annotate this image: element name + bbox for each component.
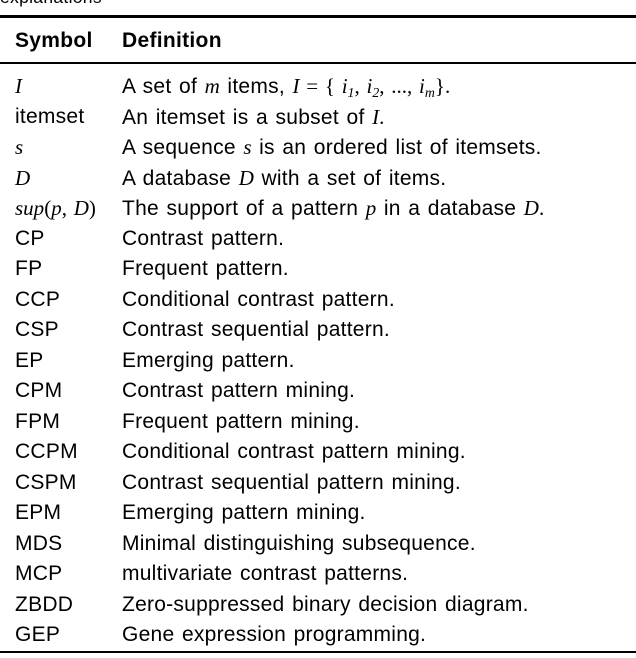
caption-fragment: explanations xyxy=(0,0,320,7)
table-row: CCPM Conditional contrast pattern mining. xyxy=(0,437,636,468)
definition-cell: Contrast sequential pattern mining. xyxy=(122,470,461,494)
table-row: ZBDD Zero-suppressed binary decision diag… xyxy=(0,590,636,621)
symbol-cell: CPM xyxy=(15,379,63,402)
symbol-cell: I xyxy=(15,74,22,98)
symbol-cell: FP xyxy=(15,257,43,280)
table-header-rule xyxy=(0,62,636,64)
table-row: itemset An itemset is a subset of I. xyxy=(0,102,636,133)
definition-cell: A set of m items, I = { i1, i2, ..., im}… xyxy=(122,74,451,100)
definition-cell: Contrast pattern mining. xyxy=(122,379,356,402)
table-row: sup(p, D) The support of a pattern p in a… xyxy=(0,193,636,224)
table-row: GEP Gene expression programming. xyxy=(0,620,636,651)
symbol-cell: CCPM xyxy=(15,440,78,463)
symbol-cell: FPM xyxy=(15,409,61,433)
definition-cell: Contrast pattern. xyxy=(122,226,285,250)
symbol-cell: s xyxy=(15,135,24,159)
symbol-cell: ZBDD xyxy=(15,592,74,616)
symbol-cell: MCP xyxy=(15,562,63,585)
caption-fragment-text: explanations xyxy=(0,0,320,6)
symbol-cell: sup(p, D) xyxy=(15,196,96,220)
definition-cell: Contrast sequential pattern. xyxy=(122,318,390,341)
definition-cell: Minimal distinguishing subsequence. xyxy=(122,531,476,555)
definition-cell: The support of a pattern p in a database… xyxy=(122,196,545,220)
table-row: s A sequence s is an ordered list of item… xyxy=(0,132,636,163)
definition-cell: A database D with a set of items. xyxy=(122,165,447,190)
symbol-cell: CP xyxy=(15,226,45,250)
symbol-cell: CSPM xyxy=(15,470,77,494)
symbol-cell: MDS xyxy=(15,531,63,555)
table-row: I A set of m items, I = { i1, i2, ..., im… xyxy=(0,71,636,102)
symbol-cell: EP xyxy=(15,348,44,372)
definition-cell: Gene expression programming. xyxy=(122,623,427,646)
definition-cell: Emerging pattern. xyxy=(122,348,295,372)
definition-cell: Emerging pattern mining. xyxy=(122,501,366,524)
table-row: MDS Minimal distinguishing subsequence. xyxy=(0,529,636,560)
symbol-cell: CSP xyxy=(15,318,59,341)
definition-cell: Zero-suppressed binary decision diagram. xyxy=(122,592,529,616)
symbol-cell: D xyxy=(15,165,31,190)
table-row: CSPM Contrast sequential pattern mining. xyxy=(0,468,636,499)
column-header-definition: Definition xyxy=(122,29,222,52)
symbol-cell: CCP xyxy=(15,287,61,311)
table-row: FP Frequent pattern. xyxy=(0,254,636,285)
table-body: I A set of m items, I = { i1, i2, ..., im… xyxy=(0,64,636,651)
symbol-cell: GEP xyxy=(15,623,61,646)
definition-cell: Conditional contrast pattern mining. xyxy=(122,440,466,463)
column-header-symbol: Symbol xyxy=(15,29,93,52)
table-row: MCP multivariate contrast patterns. xyxy=(0,559,636,590)
definition-cell: Frequent pattern mining. xyxy=(122,409,360,433)
symbol-cell: EPM xyxy=(15,501,62,524)
symbol-cell: itemset xyxy=(15,104,85,128)
definition-cell: Conditional contrast pattern. xyxy=(122,287,395,311)
table-row: CCP Conditional contrast pattern. xyxy=(0,285,636,316)
table-row: CSP Contrast sequential pattern. xyxy=(0,315,636,346)
definition-cell: A sequence s is an ordered list of items… xyxy=(122,135,542,159)
table-row: EP Emerging pattern. xyxy=(0,346,636,377)
table-header-row: Symbol Definition xyxy=(0,26,636,56)
table-top-rule xyxy=(0,15,636,18)
table-row: D A database D with a set of items. xyxy=(0,163,636,194)
table-row: FPM Frequent pattern mining. xyxy=(0,407,636,438)
definition-cell: An itemset is a subset of I. xyxy=(122,104,385,129)
table-row: EPM Emerging pattern mining. xyxy=(0,498,636,529)
table-row: CPM Contrast pattern mining. xyxy=(0,376,636,407)
definition-cell: Frequent pattern. xyxy=(122,257,289,280)
table-row: CP Contrast pattern. xyxy=(0,224,636,255)
definition-cell: multivariate contrast patterns. xyxy=(122,562,409,585)
table-bottom-rule xyxy=(0,651,636,653)
